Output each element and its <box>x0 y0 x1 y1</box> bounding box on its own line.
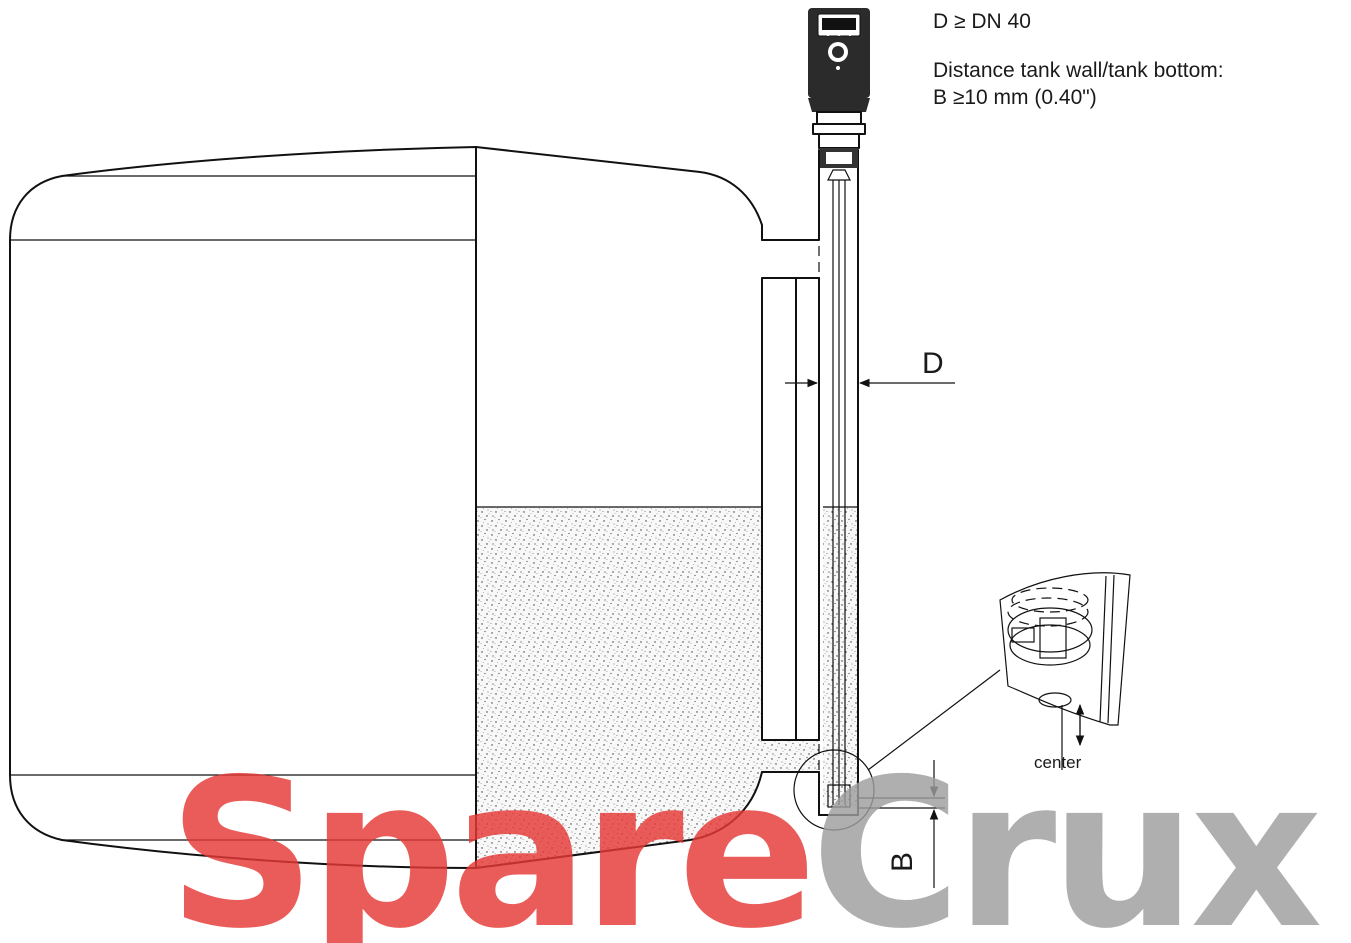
watermark-spare: Spare <box>168 736 811 943</box>
tank-outline <box>9 146 763 869</box>
installation-notes: D ≥ DN 40 Distance tank wall/tank bottom… <box>933 10 1224 109</box>
sparecrux-watermark: SpareCrux <box>168 736 1326 943</box>
note-distance-value: B ≥10 mm (0.40") <box>933 86 1097 109</box>
dimension-b-label: B <box>886 852 919 872</box>
tank-medium <box>476 507 858 868</box>
dimension-d: D <box>785 347 955 388</box>
note-distance-heading: Distance tank wall/tank bottom: <box>933 59 1224 82</box>
level-sensor <box>808 8 870 168</box>
bypass-tube <box>761 149 859 816</box>
note-pipe-diameter: D ≥ DN 40 <box>933 10 1031 33</box>
dimension-b: B <box>858 760 945 888</box>
dimension-d-label: D <box>922 347 944 380</box>
probe-rod <box>827 169 851 808</box>
watermark-crux: Crux <box>811 736 1320 943</box>
detail-view: center <box>999 572 1131 772</box>
detail-callout <box>793 669 1001 831</box>
center-label: center <box>1034 753 1082 772</box>
svg-text:SpareCrux: SpareCrux <box>168 736 1320 943</box>
